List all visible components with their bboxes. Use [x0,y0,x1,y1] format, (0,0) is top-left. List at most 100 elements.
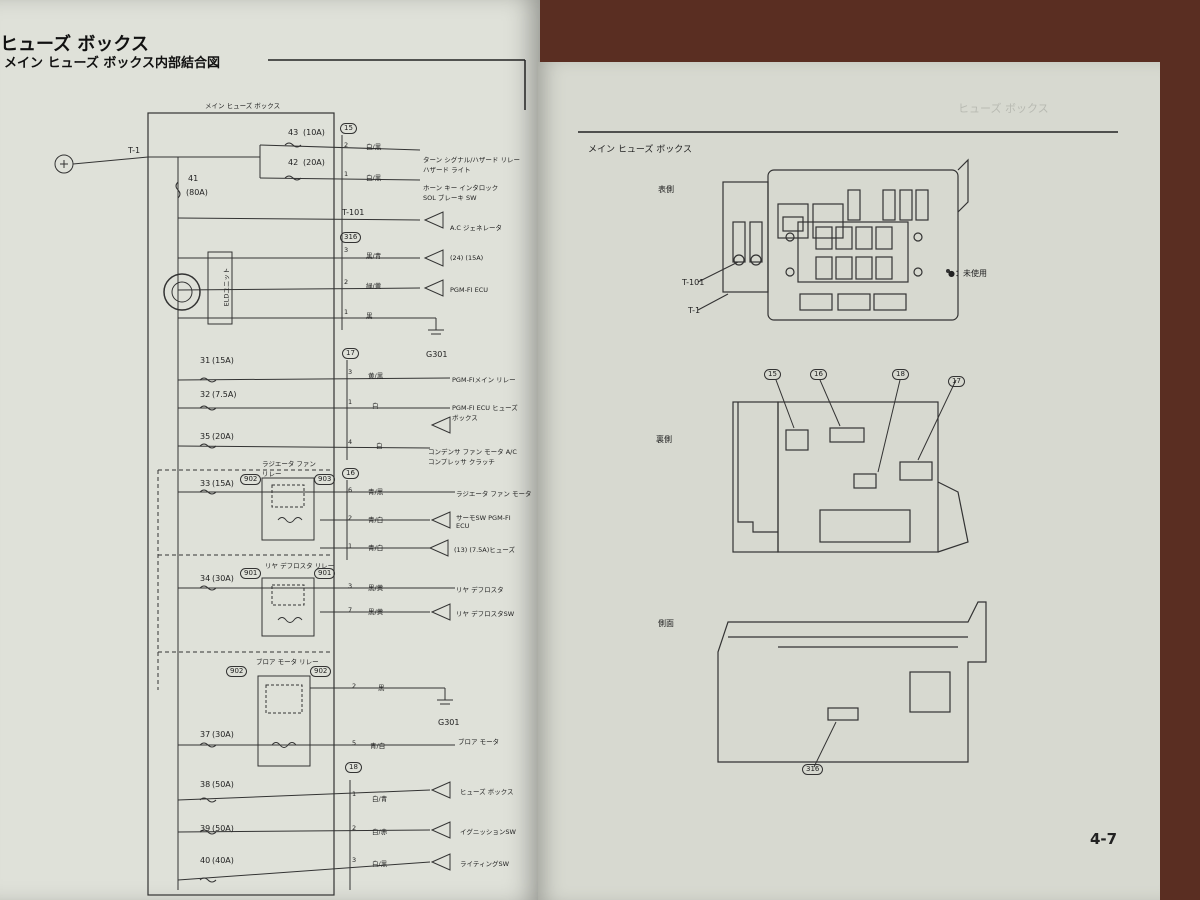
connector-18: 18 [345,762,362,773]
fuse-43-no: 43 [288,128,299,137]
fuse-38-rating: (50A) [212,780,234,789]
wire-dest: イグニッションSW [460,828,516,836]
fuse-39-rating: (50A) [212,824,234,833]
wire-pin: 2 [352,682,357,690]
back-connector-15: 15 [764,369,781,380]
connector-16: 16 [342,468,359,479]
relay-blower-motor: ブロア モータ リレー [256,658,319,666]
relay-radiator-pin-r: 903 [314,474,336,485]
wire-pin: 1 [348,398,353,406]
wire-color: 白/赤 [372,828,388,836]
relay-defroster-pin-l: 901 [240,568,262,579]
wire-pin: 2 [344,141,349,149]
fuse-37-rating: (30A) [212,730,234,739]
wire-color: 黒 [378,684,385,692]
ground-g301-top: G301 [426,350,448,359]
wire-pin: 3 [344,246,349,254]
relay-rear-defroster: リヤ デフロスタ リレー [265,562,335,570]
fusebox-drawings [578,131,1118,768]
wire-color: 白/黒 [366,143,382,151]
fuse-34-no: 34 [200,574,211,583]
wire-dest: ヒューズ ボックス [460,788,514,796]
wire-color: 黒/青 [366,252,382,260]
wire-dest: A.C ジェネレータ [450,224,503,232]
relay-radiator-pin-l: 902 [240,474,262,485]
wire-color: 青/白 [368,516,384,524]
faded-header: ヒューズ ボックス [958,102,1049,115]
wire-dest: ターン シグナル/ハザード リレー ハザード ライト [423,156,520,174]
fuse-37-no: 37 [200,730,211,739]
wire-pin: 2 [344,278,349,286]
wire-color: 白/青 [372,795,388,803]
section-title: メイン ヒューズ ボックス [588,145,693,155]
relay-blower-pin-r: 902 [310,666,332,677]
wire-pin: 1 [348,542,353,550]
side-connector-316: 316 [802,764,824,775]
view-side-label: 側面 [658,619,674,628]
wire-pin: 4 [348,438,353,446]
wire-pin: 2 [352,824,357,832]
wire-pin: 3 [352,856,357,864]
wire-dest: ホーン キー インタロック SOL ブレーキ SW [423,184,499,202]
wire-dest: ライティングSW [460,860,510,868]
wire-color: 黒/黄 [368,608,384,616]
fuse-42-no: 42 [288,158,299,167]
wire-dest: コンデンサ ファン モータ A/Cコンプレッサ クラッチ [428,448,517,466]
label-t101: T-101 [682,278,705,287]
left-page: ヒューズ ボックス メイン ヒューズ ボックス内部結合図 [0,0,540,900]
connector-17: 17 [342,348,359,359]
wire-color: 黄/黒 [368,372,384,380]
ground-g301-bottom: G301 [438,718,460,727]
legend-unused: ●：未使用 [948,269,987,278]
wire-color: 白 [376,442,383,450]
page-number: 4-7 [1090,830,1118,848]
relay-blower-pin-l: 902 [226,666,248,677]
wire-dest: リヤ デフロスタ [456,586,504,594]
right-page: ヒューズ ボックス [538,62,1160,900]
terminal-t101: T-101 [342,208,365,217]
fuse-32-rating: (7.5A) [212,390,237,399]
box-label: メイン ヒューズ ボックス [205,102,281,110]
fuse-33-rating: (15A) [212,479,234,488]
fuse-43-rating: (10A) [303,128,325,137]
wire-color: 黒 [366,312,373,320]
fuse-41-rating: (80A) [186,188,208,197]
wire-dest: リヤ デフロスタSW [456,610,515,618]
back-connector-18: 18 [892,369,909,380]
connector-15: 15 [340,123,357,134]
back-connector-16: 16 [810,369,827,380]
wire-pin: 2 [348,514,353,522]
page-title: ヒューズ ボックス [0,34,149,55]
wire-pin: 1 [344,308,349,316]
wire-pin: 7 [348,606,353,614]
page-subtitle: メイン ヒューズ ボックス内部結合図 [4,56,221,71]
relay-radiator-fan: ラジエータ ファン リレー [262,460,316,478]
terminal-t1: T-1 [128,146,141,155]
wire-pin: 6 [348,486,353,494]
wire-pin: 3 [348,582,353,590]
wire-pin: 3 [348,368,353,376]
fuse-34-rating: (30A) [212,574,234,583]
fuse-42-rating: (20A) [303,158,325,167]
fuse-38-no: 38 [200,780,211,789]
fuse-35-no: 35 [200,432,211,441]
wire-dest: サーモSW PGM-FI ECU [456,514,511,530]
wire-color: 青/白 [368,544,384,552]
wire-dest: ブロア モータ [458,738,500,746]
wire-dest: (13) (7.5A)ヒューズ [454,546,515,554]
fuse-31-no: 31 [200,356,211,365]
wire-color: 青/白 [370,742,386,750]
wire-color: 緑/黄 [366,282,382,290]
wire-dest: PGM-FI ECU [450,286,489,294]
fuse-32-no: 32 [200,390,211,399]
fuse-31-rating: (15A) [212,356,234,365]
wire-dest: ラジエータ ファン モータ [456,490,532,498]
fuse-40-no: 40 [200,856,211,865]
eld-label: ELDユニット [222,267,231,307]
view-front-label: 表側 [658,185,674,194]
wire-dest: PGM-FIメイン リレー [452,376,516,384]
wire-dest: (24) (15A) [450,254,484,262]
back-connector-17: 17 [948,376,965,387]
label-t1: T-1 [688,306,701,315]
wire-dest: PGM-FI ECU ヒューズ ボックス [452,404,518,422]
